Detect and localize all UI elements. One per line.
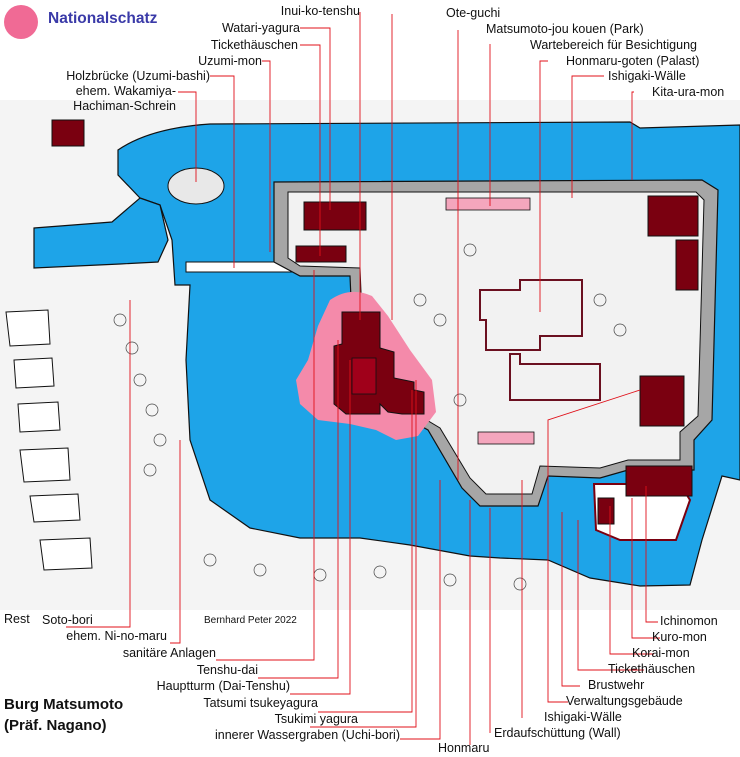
- label-tickethaeuschen-top: Tickethäuschen: [210, 38, 298, 52]
- korai-mon-building: [597, 497, 615, 525]
- map-title-line2: (Präf. Nagano): [4, 717, 107, 734]
- uzumi-mon-building: [295, 245, 347, 263]
- label-tsukimi: Tsukimi yagura: [274, 712, 358, 726]
- label-uzumi-mon: Uzumi-mon: [198, 54, 262, 68]
- keep-roof: [351, 357, 377, 395]
- label-ishigaki-bottom: Ishigaki-Wälle: [544, 710, 622, 724]
- label-honmaru: Honmaru: [438, 741, 490, 755]
- west-moat-arm: [33, 197, 169, 269]
- honmaru-goten-plan: [479, 279, 601, 401]
- legend-marker: [4, 5, 38, 39]
- label-verwaltung: Verwaltungsgebäude: [566, 694, 683, 708]
- label-honmaru-goten: Honmaru-goten (Palast): [566, 54, 700, 68]
- label-wakamiya-2: Hachiman-Schrein: [73, 99, 176, 113]
- label-ishigaki-top: Ishigaki-Wälle: [608, 69, 686, 83]
- label-brustwehr: Brustwehr: [588, 678, 645, 692]
- label-uchi-bori: innerer Wassergraben (Uchi-bori): [214, 728, 400, 742]
- watari-yagura-building: [303, 201, 367, 231]
- label-inui-ko-tenshu: Inui-ko-tenshu: [280, 4, 360, 18]
- label-tatsumi: Tatsumi tsukeyagura: [203, 696, 318, 710]
- label-watari-yagura: Watari-yagura: [221, 21, 300, 35]
- kuro-mon-building: [625, 465, 693, 497]
- east-yagura-building: [639, 375, 685, 427]
- legend-label: Nationalschatz: [48, 10, 158, 27]
- label-korai-mon: Korai-mon: [632, 646, 690, 660]
- ticket-area: [477, 431, 535, 445]
- label-wakamiya-1: ehem. Wakamiya-: [75, 84, 176, 98]
- leader-lines: [66, 12, 660, 745]
- rest-building: [51, 119, 85, 147]
- label-kuro-mon: Kuro-mon: [652, 630, 707, 644]
- label-tenshu-dai: Tenshu-dai: [196, 663, 258, 677]
- label-park: Matsumoto-jou kouen (Park): [486, 22, 644, 36]
- map-title-line1: Burg Matsumoto: [4, 696, 124, 713]
- east-wall-turret: [675, 239, 699, 291]
- label-kita-ura-mon: Kita-ura-mon: [652, 85, 725, 99]
- kita-ura-mon-building: [647, 195, 699, 237]
- label-ichinomon: Ichinomon: [660, 614, 718, 628]
- label-sanitaer: sanitäre Anlagen: [122, 646, 216, 660]
- credit: Bernhard Peter 2022: [204, 615, 297, 626]
- label-ote-guchi: Ote-guchi: [446, 6, 501, 20]
- label-tickethaeuschen-bottom: Tickethäuschen: [608, 662, 696, 676]
- label-rest: Rest: [4, 612, 30, 626]
- west-houses: [5, 309, 93, 571]
- label-soto-bori: Soto-bori: [42, 613, 93, 627]
- label-ni-no-maru: ehem. Ni-no-maru: [66, 629, 167, 643]
- trees-texture: [113, 243, 627, 591]
- label-hauptturm: Hauptturm (Dai-Tenshu): [156, 679, 290, 693]
- label-holzbruecke: Holzbrücke (Uzumi-bashi): [66, 69, 210, 83]
- label-wartebereich: Wartebereich für Besichtigung: [530, 38, 697, 52]
- label-erdaufschuettung: Erdaufschüttung (Wall): [494, 726, 621, 740]
- waiting-area: [445, 197, 531, 211]
